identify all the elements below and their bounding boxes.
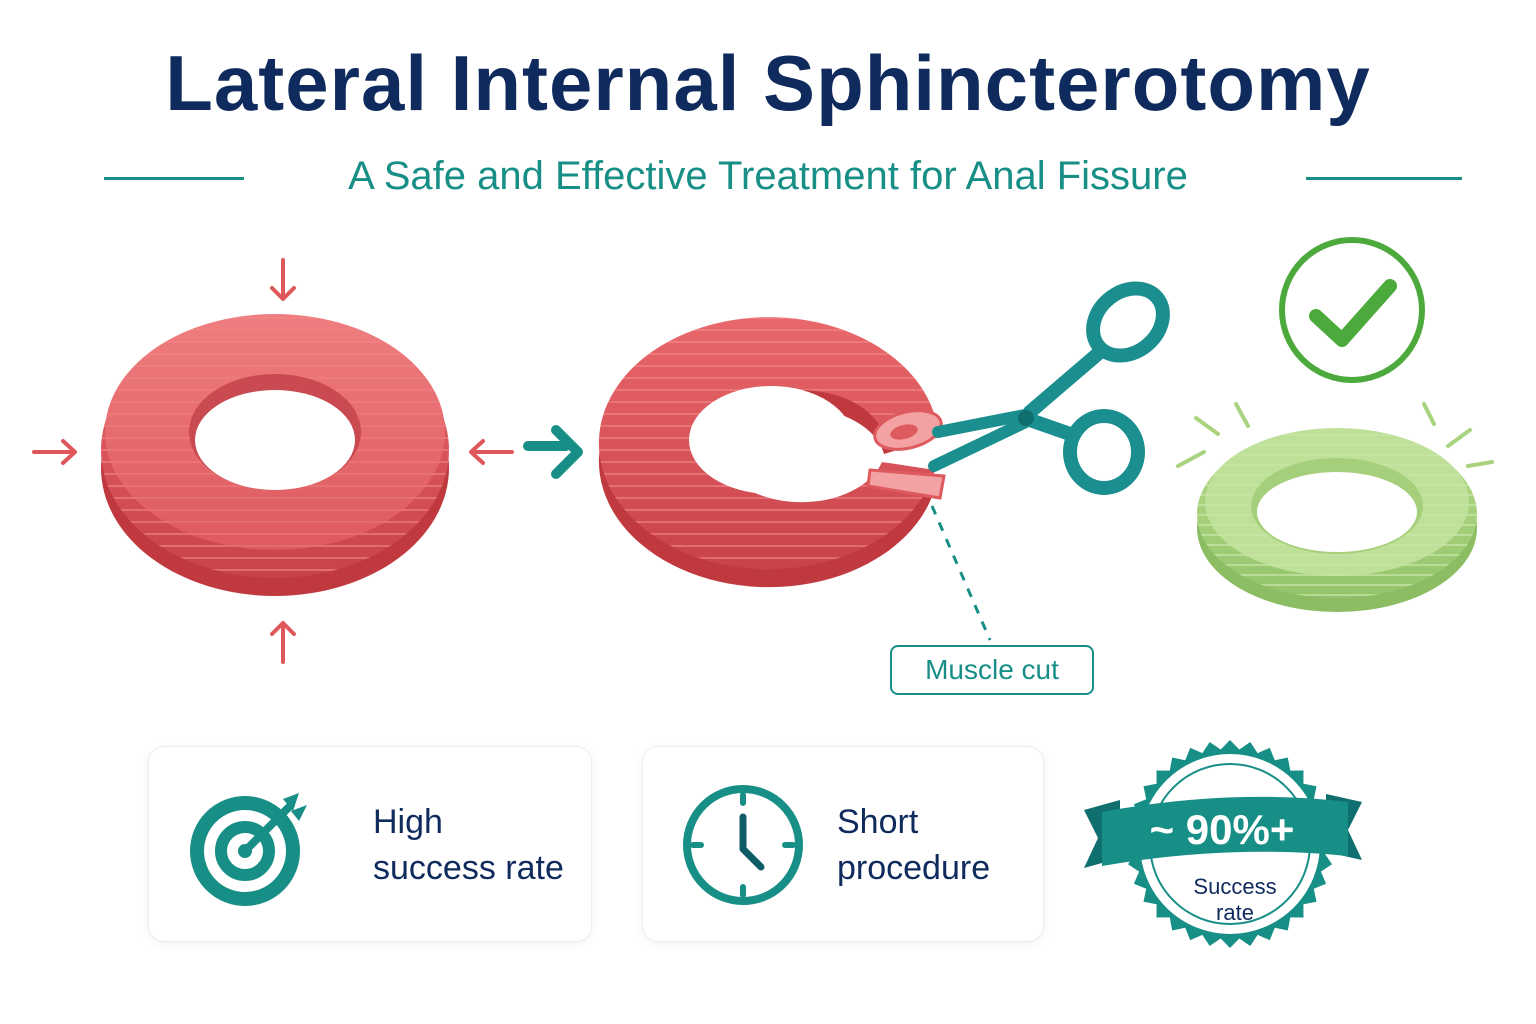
relief-rays	[1176, 402, 1494, 468]
compression-arrow-icon	[32, 258, 514, 664]
benefit-card-success: High success rate	[148, 746, 592, 942]
page-title: Lateral Internal Sphincterotomy	[165, 39, 1371, 127]
subtitle-rule-right	[1306, 177, 1462, 180]
target-icon	[190, 793, 307, 906]
muscle-cut-callout: Muscle cut	[890, 645, 1094, 695]
clock-icon	[683, 785, 803, 905]
benefit-card-duration: Short procedure	[642, 746, 1044, 942]
relaxed-sphincter-ring	[1197, 428, 1477, 612]
step-arrow-icon	[523, 425, 583, 479]
subtitle: A Safe and Effective Treatment for Anal …	[348, 154, 1188, 198]
check-icon	[1279, 237, 1425, 383]
subtitle-rule-left	[104, 177, 244, 180]
callout-leader-line	[930, 505, 992, 641]
cut-sphincter-ring	[598, 317, 946, 588]
scissors-icon	[928, 281, 1170, 495]
subtitle-row: A Safe and Effective Treatment for Anal …	[0, 150, 1536, 206]
success-rate-badge	[1084, 740, 1362, 948]
benefit-label-success: High success rate	[373, 803, 564, 887]
benefit-label-duration: Short procedure	[837, 803, 991, 887]
success-rate-value: ~ 90%+	[1149, 806, 1295, 853]
contracted-sphincter-ring	[101, 314, 449, 596]
success-rate-label: Success rate	[1193, 874, 1277, 925]
